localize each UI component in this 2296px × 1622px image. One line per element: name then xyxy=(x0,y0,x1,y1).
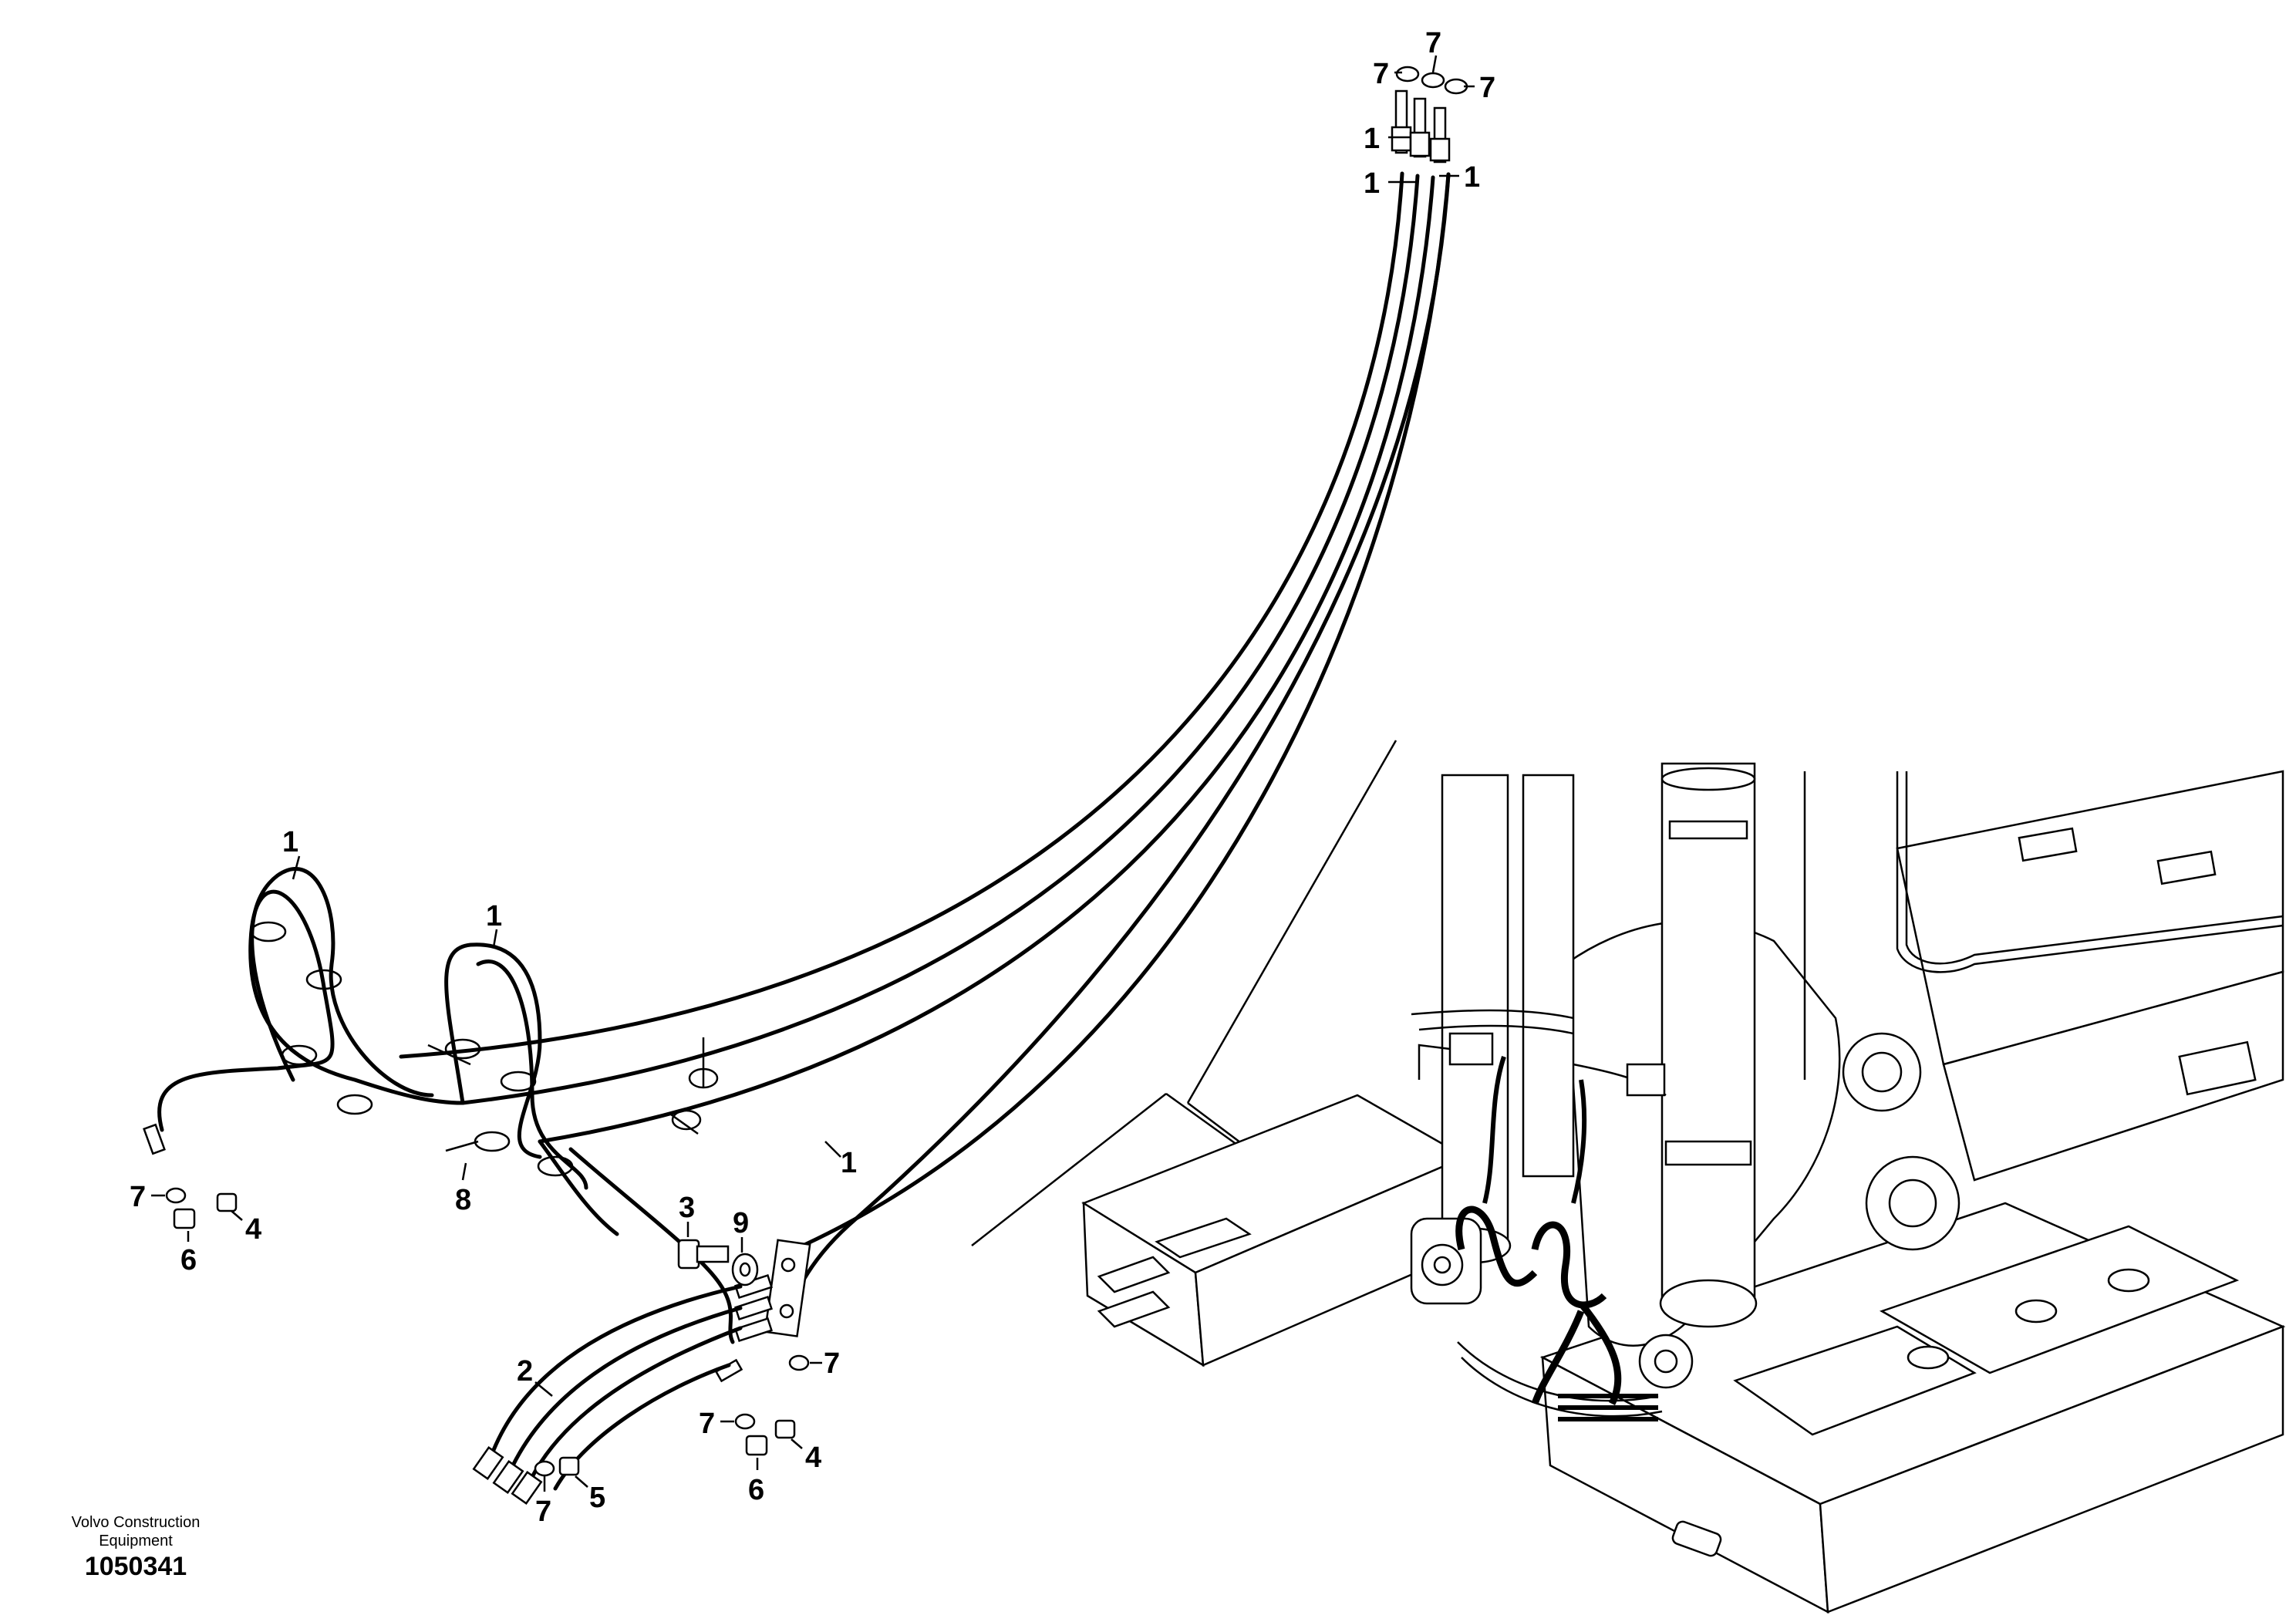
lower-hoses xyxy=(472,1284,743,1505)
cap-icon xyxy=(534,1460,555,1477)
callout-4-right: 4 xyxy=(805,1442,821,1474)
maker-name-line2: Equipment xyxy=(99,1533,173,1549)
callout-2-hose: 2 xyxy=(517,1355,533,1388)
cap-icon xyxy=(788,1354,810,1371)
left-hose-loops xyxy=(143,867,735,1344)
top-hose-fittings xyxy=(1391,66,1468,164)
callout-7-bottom: 7 xyxy=(535,1496,551,1528)
location-view xyxy=(971,740,2286,1614)
plug-icon xyxy=(216,1192,238,1212)
callout-1-top-b: 1 xyxy=(1364,167,1380,200)
cap-icon xyxy=(734,1413,756,1430)
manifold-block xyxy=(714,1239,811,1383)
callout-1-left-loop: 1 xyxy=(282,826,298,858)
cap-icon xyxy=(165,1187,187,1204)
callout-7-top-right: 7 xyxy=(1479,72,1495,104)
elbow-fitting-icon xyxy=(173,1208,196,1229)
callout-7-top-left: 7 xyxy=(1373,58,1389,90)
callout-1-mid-loop: 1 xyxy=(486,900,502,932)
callout-7-block: 7 xyxy=(824,1347,840,1380)
callout-6-right: 6 xyxy=(748,1474,764,1506)
callout-5-bottom: 5 xyxy=(589,1482,605,1514)
cap-icon xyxy=(1444,78,1468,95)
callout-4-left: 4 xyxy=(245,1213,261,1246)
callout-7-left: 7 xyxy=(130,1181,146,1213)
callout-1-right-hose: 1 xyxy=(841,1147,857,1179)
loose-parts xyxy=(165,1187,810,1477)
elbow-fitting-icon xyxy=(745,1435,768,1456)
maker-name-line1: Volvo Construction xyxy=(72,1514,201,1531)
callout-6-left: 6 xyxy=(180,1244,197,1276)
cap-icon xyxy=(1395,66,1420,83)
callout-7-top: 7 xyxy=(1425,27,1441,59)
callout-7-right: 7 xyxy=(699,1408,715,1440)
callout-1-top-a: 1 xyxy=(1364,123,1380,155)
plug-icon xyxy=(774,1419,796,1439)
callout-9-washer: 9 xyxy=(733,1207,749,1239)
right-cylinder-icon xyxy=(1660,762,1756,1305)
drawing-number: 1050341 xyxy=(85,1552,187,1581)
bolt-head-icon xyxy=(677,1239,700,1270)
bolt-shank-icon xyxy=(696,1245,730,1263)
callout-3-bolt: 3 xyxy=(679,1192,695,1224)
callout-1-top-c: 1 xyxy=(1464,161,1480,194)
callout-8-clip: 8 xyxy=(455,1184,471,1216)
plug-icon xyxy=(558,1456,580,1476)
cap-icon xyxy=(1421,72,1445,89)
hose-bundle xyxy=(399,171,1451,1329)
